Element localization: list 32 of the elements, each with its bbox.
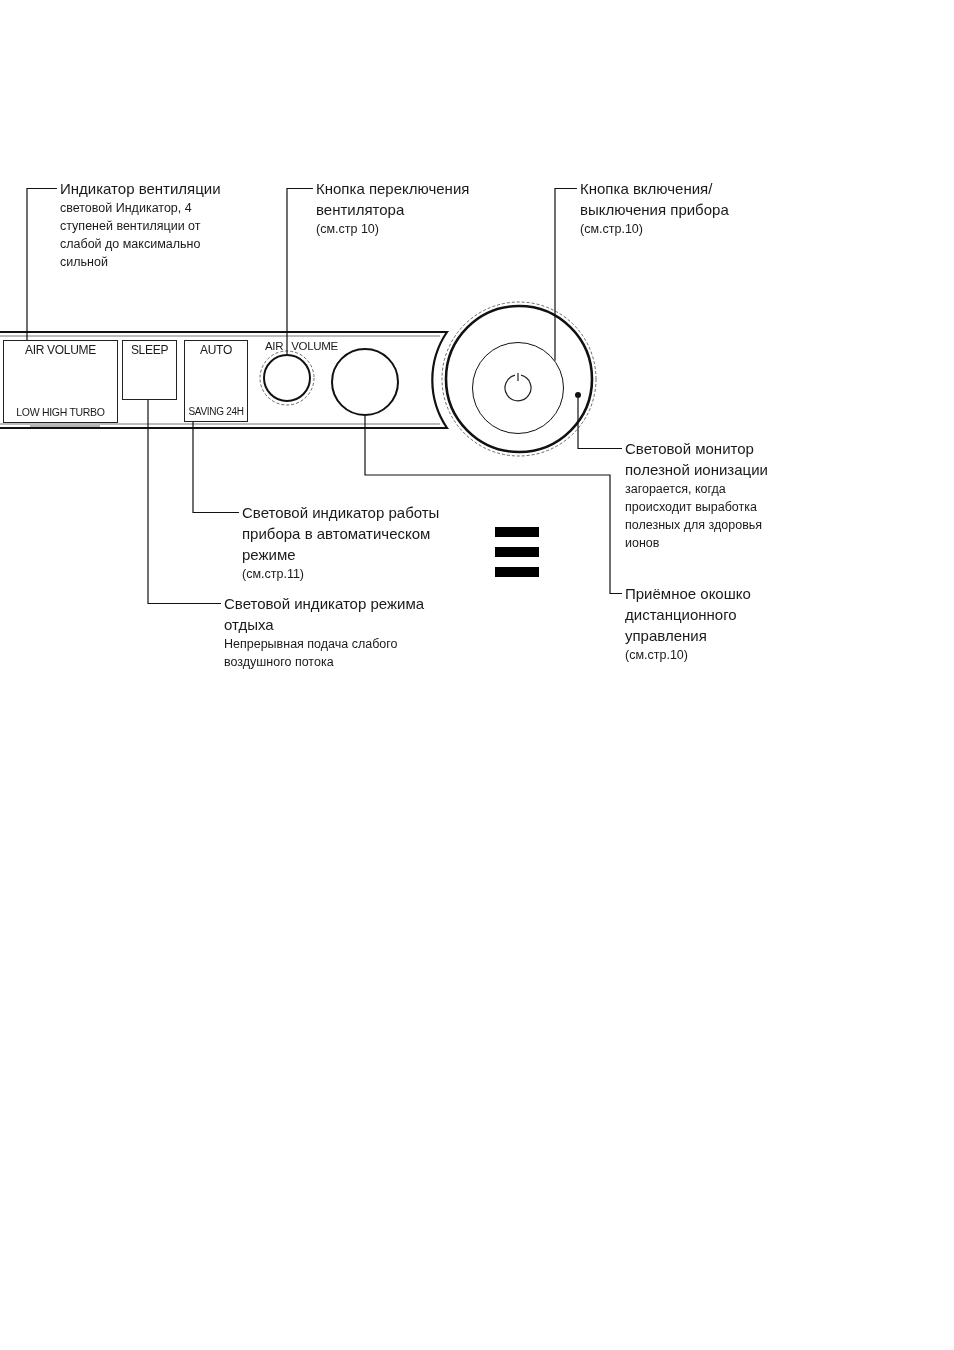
indicator-window [184,340,248,422]
indicator-window [3,340,118,423]
leader-line [147,399,222,605]
indicator-window [122,340,177,400]
callout-title: Кнопка включения/ выключения прибора [580,179,730,220]
panel-label: LOW HIGH TURBO [15,406,106,419]
leader-line [286,187,314,355]
leader-line [577,397,623,450]
leader-line [26,187,58,341]
callout-title: Световой индикатор работы прибора в автоматическом режиме [242,503,441,565]
callout-note: (см.стр.10) [580,221,644,238]
callout-title: Световой индикатор режима отдыха [224,594,426,635]
callout-note: (см.стр.11) [242,566,306,583]
panel-label: AUTO [199,344,233,357]
leader-line [192,421,240,514]
callout-title: Световой монитор полезной ионизации [625,439,769,480]
callout-title: Кнопка переключения вентилятора [316,179,471,220]
round-button [263,354,311,402]
callout-note: световой Индикатор, 4 ступеней вентиляции от слабой до максимально сильной [60,200,202,271]
leader-line [554,187,578,362]
panel-label: SLEEP [129,344,170,357]
status-dot-icon [575,392,581,398]
panel-label: AIR VOLUME [265,340,338,353]
callout-note: (см.стр.10) [625,647,689,664]
panel-label: AIR VOLUME [24,344,97,357]
callout-title: Приёмное окошко дистанционного управления [625,584,752,646]
callout-title: Индикатор вентиляции [60,179,222,199]
panel-label: SAVING 24H [187,405,245,418]
callout-note: Непрерывная подача слабого воздушного потока [224,636,399,671]
callout-note: (см.стр 10) [316,221,380,238]
callout-note: загорается, когда происходит выработка полезных для здоровья ионов [625,481,764,552]
leader-line [364,415,623,595]
